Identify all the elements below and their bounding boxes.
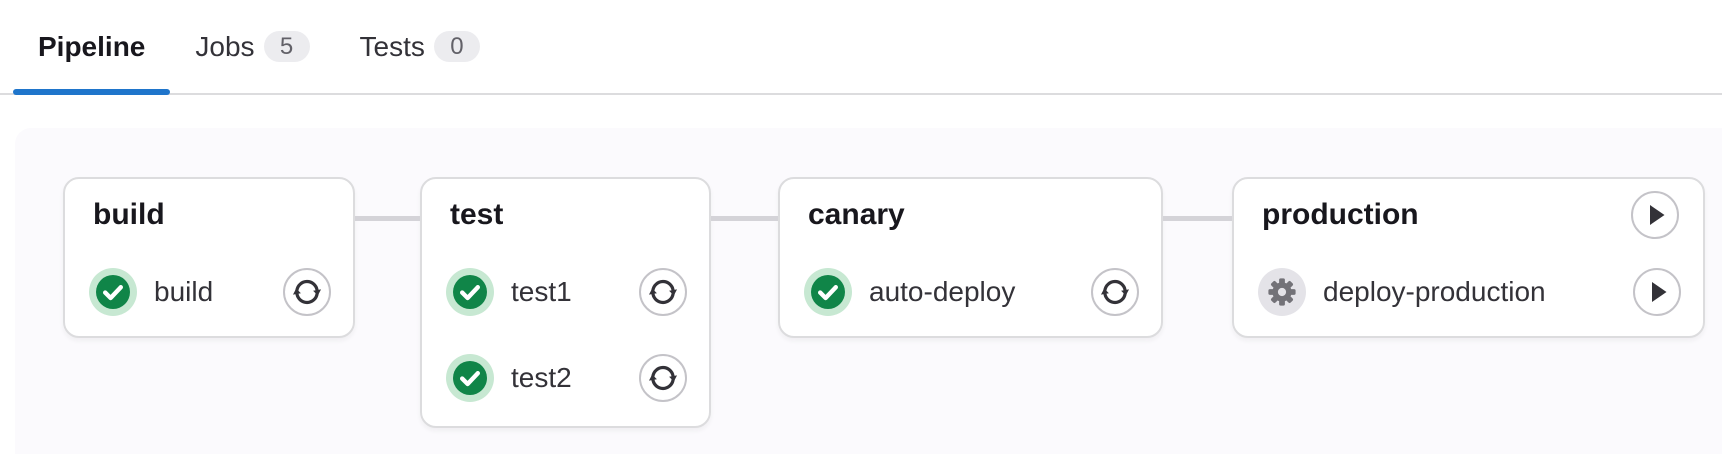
stage-header: production xyxy=(1262,191,1679,239)
job-item-build[interactable]: build xyxy=(89,249,331,335)
job-item-test1[interactable]: test1 xyxy=(446,249,687,335)
job-item-auto-deploy[interactable]: auto-deploy xyxy=(804,249,1139,335)
stage-connector-line xyxy=(711,216,778,221)
retry-job-button[interactable] xyxy=(1091,268,1139,316)
play-icon xyxy=(1631,191,1679,239)
retry-icon xyxy=(292,277,322,307)
job-item-test2[interactable]: test2 xyxy=(446,335,687,421)
status-manual-icon xyxy=(1258,268,1306,316)
tab-jobs-label: Jobs xyxy=(195,30,255,62)
status-success-icon xyxy=(89,268,137,316)
stage-title: build xyxy=(93,198,165,231)
stage-card-canary: canary auto-deploy xyxy=(778,177,1163,338)
stage-header: canary xyxy=(808,191,1137,239)
play-job-button[interactable] xyxy=(1633,268,1681,316)
tab-tests[interactable]: Tests 0 xyxy=(335,0,505,93)
tab-pipeline[interactable]: Pipeline xyxy=(13,0,171,95)
stage-title: test xyxy=(450,198,504,231)
stage-connector-line xyxy=(1163,216,1232,221)
retry-icon xyxy=(1100,277,1130,307)
tab-jobs[interactable]: Jobs 5 xyxy=(170,0,334,93)
stage-card-production: production deploy-production xyxy=(1232,177,1705,338)
stage-connector-line xyxy=(355,216,420,221)
job-item-deploy-production[interactable]: deploy-production xyxy=(1258,249,1681,335)
retry-icon xyxy=(648,363,678,393)
job-name-label: auto-deploy xyxy=(869,276,1016,307)
job-name-label: build xyxy=(154,276,214,307)
job-name-label: deploy-production xyxy=(1323,276,1546,307)
pipeline-tabs: Pipeline Jobs 5 Tests 0 xyxy=(0,0,1722,95)
stage-title: production xyxy=(1262,198,1419,231)
status-success-icon xyxy=(446,268,494,316)
retry-job-button[interactable] xyxy=(639,354,687,402)
tab-tests-label: Tests xyxy=(359,30,425,62)
retry-icon xyxy=(648,277,678,307)
jobs-count-badge: 5 xyxy=(263,31,310,62)
play-icon xyxy=(1633,268,1681,316)
stage-title: canary xyxy=(808,198,905,231)
stage-card-build: build build xyxy=(63,177,355,338)
stage-header: test xyxy=(450,191,685,239)
job-name-label: test2 xyxy=(511,362,572,393)
stage-header: build xyxy=(93,191,329,239)
retry-job-button[interactable] xyxy=(639,268,687,316)
job-name-label: test1 xyxy=(511,276,572,307)
stage-play-all-button[interactable] xyxy=(1631,191,1679,239)
tests-count-badge: 0 xyxy=(433,31,480,62)
status-success-icon xyxy=(446,354,494,402)
stage-card-test: test test1 test2 xyxy=(420,177,711,428)
retry-job-button[interactable] xyxy=(283,268,331,316)
status-success-icon xyxy=(804,268,852,316)
tab-pipeline-label: Pipeline xyxy=(38,30,146,62)
